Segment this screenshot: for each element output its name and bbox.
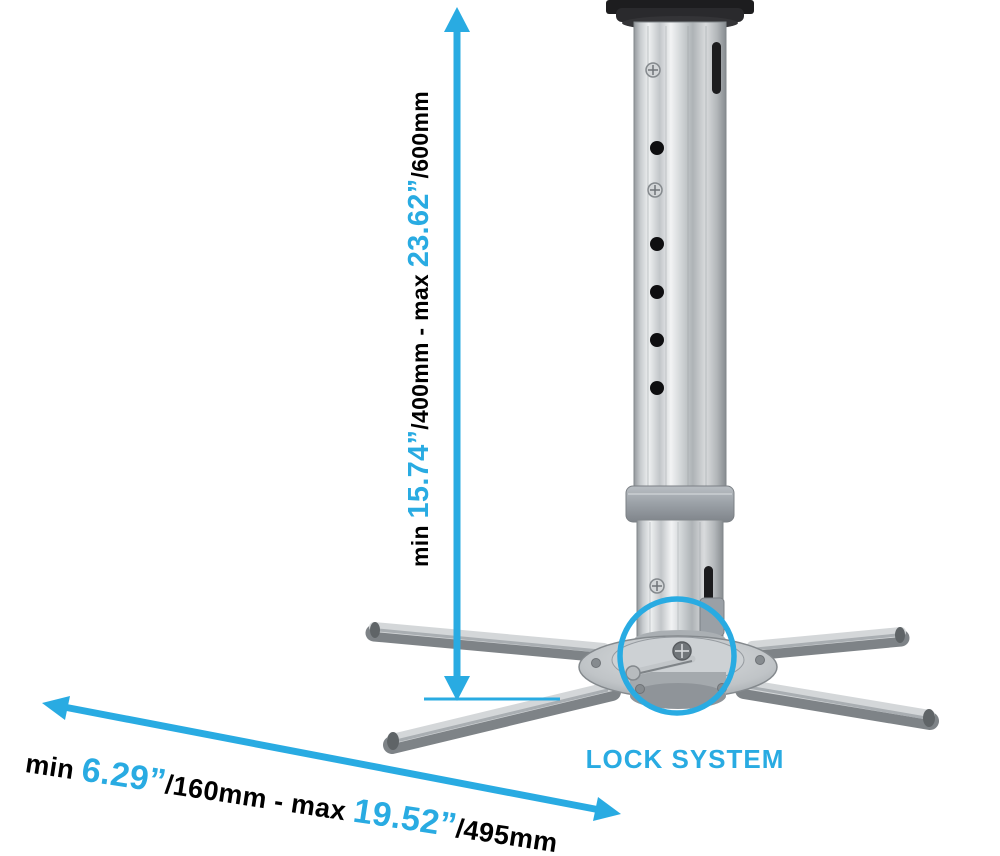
height-mid-text: /400mm - max [407,267,433,430]
arrowhead-down [444,676,470,701]
telescopic-pole [606,0,754,649]
arrowhead-right [593,797,621,821]
tube-screw-1 [645,62,661,78]
center-hub [578,596,778,716]
lock-lever [625,655,696,681]
lock-system-label: LOCK SYSTEM [585,744,785,774]
height-min-inches: 15.74” [403,429,435,519]
lock-system-highlight-circle [617,596,737,716]
adjustment-holes [650,141,664,395]
height-suffix: /600mm [407,91,433,179]
height-max-inches: 23.62” [403,178,435,268]
base-arm-upper-left [365,622,613,663]
height-min-prefix: min [407,518,433,567]
upper-tube [633,21,727,491]
tube-screw-3 [649,578,665,594]
base-arms [365,622,939,754]
locking-slot-top [712,42,721,94]
base-arm-upper-right [743,627,910,661]
vertical-dimension-arrow [424,7,560,701]
tube-screw-2 [647,182,663,198]
arrowhead-left [42,696,70,720]
collar-ring [625,485,735,523]
arrowhead-up [444,7,470,32]
height-dimension-label: min 15.74”/400mm - max 23.62”/600mm [403,29,437,629]
base-arm-lower-right [735,679,939,730]
base-arm-lower-left [383,681,621,754]
hub-center-screw [672,641,692,661]
diagonal-dimension-arrow [42,696,621,821]
hub-cylinder [630,683,726,709]
